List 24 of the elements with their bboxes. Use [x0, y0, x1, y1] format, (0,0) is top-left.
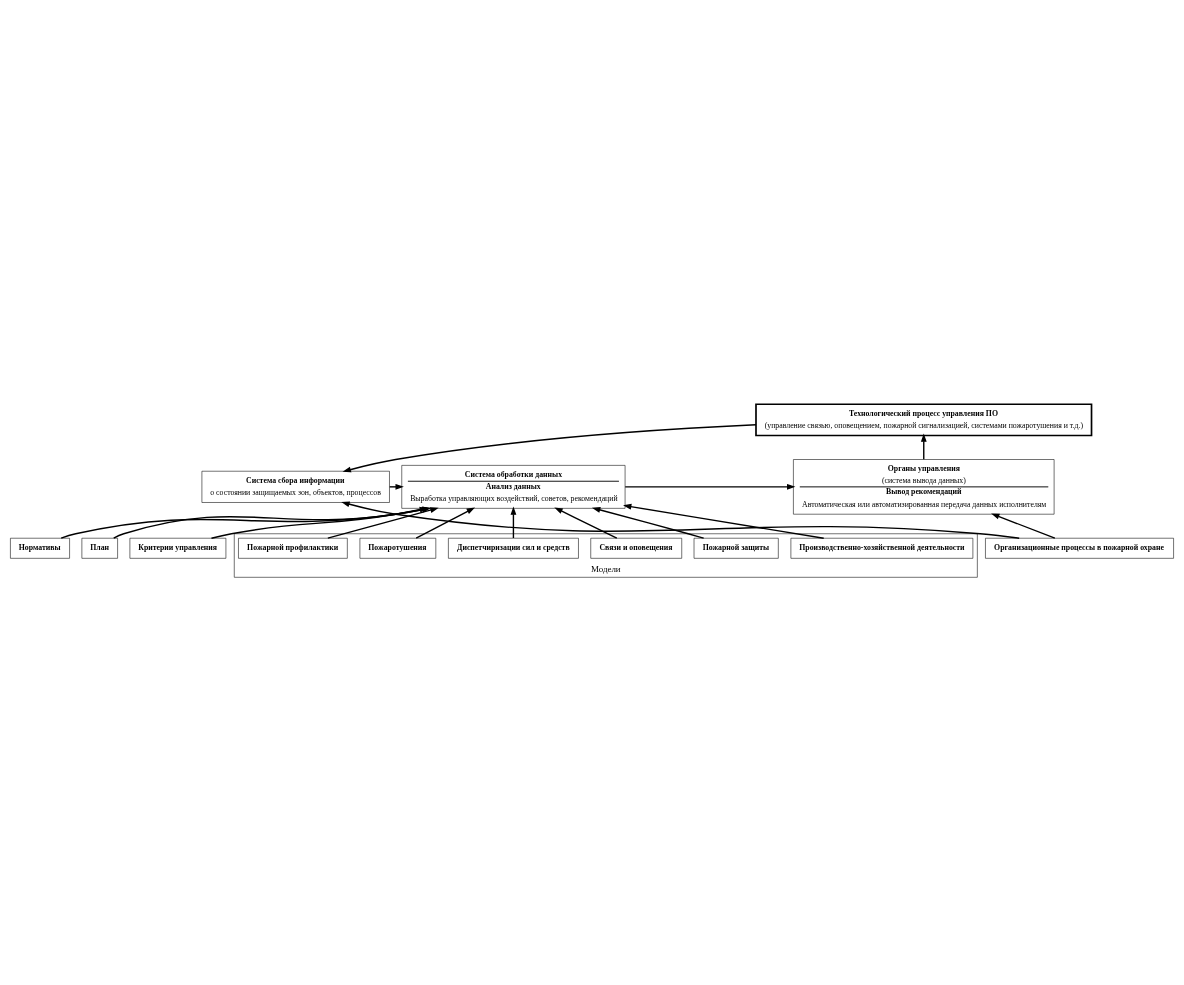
node-box: Система обработки данных Анализ данных Выработка управляющих воздействий, советов, рекомендаций — [401, 464, 626, 509]
node-box: Связи и оповещения — [590, 537, 682, 559]
node-box: Критерии управления — [129, 537, 227, 559]
node-box: Система сбора информации о состоянии защищаемых зон, объектов, процессов — [201, 470, 390, 503]
node-box: Нормативы — [10, 537, 70, 559]
arrow — [624, 483, 796, 490]
arrow — [623, 503, 825, 539]
node-box: Технологический процесс управления ПО (управление связью, оповещением, пожарной сигнализацией, системами пожаротушения и т.д.) — [755, 402, 1093, 436]
arrow — [388, 483, 404, 490]
node-box: Диспетчиризации сил и средств — [448, 537, 579, 559]
arrow — [920, 432, 927, 460]
arrow — [991, 512, 1056, 539]
node-box: Органы управления (система вывода данных) Вывод рекомендаций Автоматическая или автоматизированная передача данных исполнителям — [793, 458, 1055, 514]
node-box: План — [81, 537, 118, 559]
node-box: Пожаротушения — [359, 537, 437, 559]
arrow — [510, 505, 517, 539]
node-box: Организационные процессы в пожарной охране — [985, 537, 1174, 559]
node-box: Пожарной профилактики — [238, 537, 348, 559]
node-box: Производственно-хозяйственной деятельности — [790, 537, 974, 559]
arrow — [342, 423, 757, 472]
arrow — [554, 506, 618, 539]
node-box: Пожарной защиты — [693, 537, 779, 559]
arrow — [591, 506, 705, 539]
arrow — [341, 500, 1020, 539]
